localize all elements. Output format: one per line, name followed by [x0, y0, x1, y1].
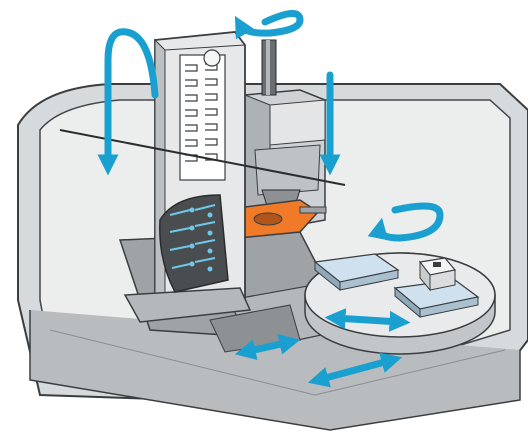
arrow-down-left: [97, 28, 159, 176]
cooling-channels: [159, 194, 229, 293]
arrow-base-horizontal-small: [234, 334, 301, 360]
pallet-left: [313, 253, 400, 292]
tool-magazine: [179, 49, 226, 181]
pallet-right: [393, 279, 480, 319]
arrow-rotate-spindle: [234, 10, 304, 40]
arrow-pallet-horizontal: [324, 308, 411, 332]
arrow-rotate-table: [367, 202, 444, 242]
arrow-base-horizontal-large: [307, 352, 403, 388]
workpiece: [418, 257, 457, 292]
workpiece-fixture: [221, 199, 327, 239]
